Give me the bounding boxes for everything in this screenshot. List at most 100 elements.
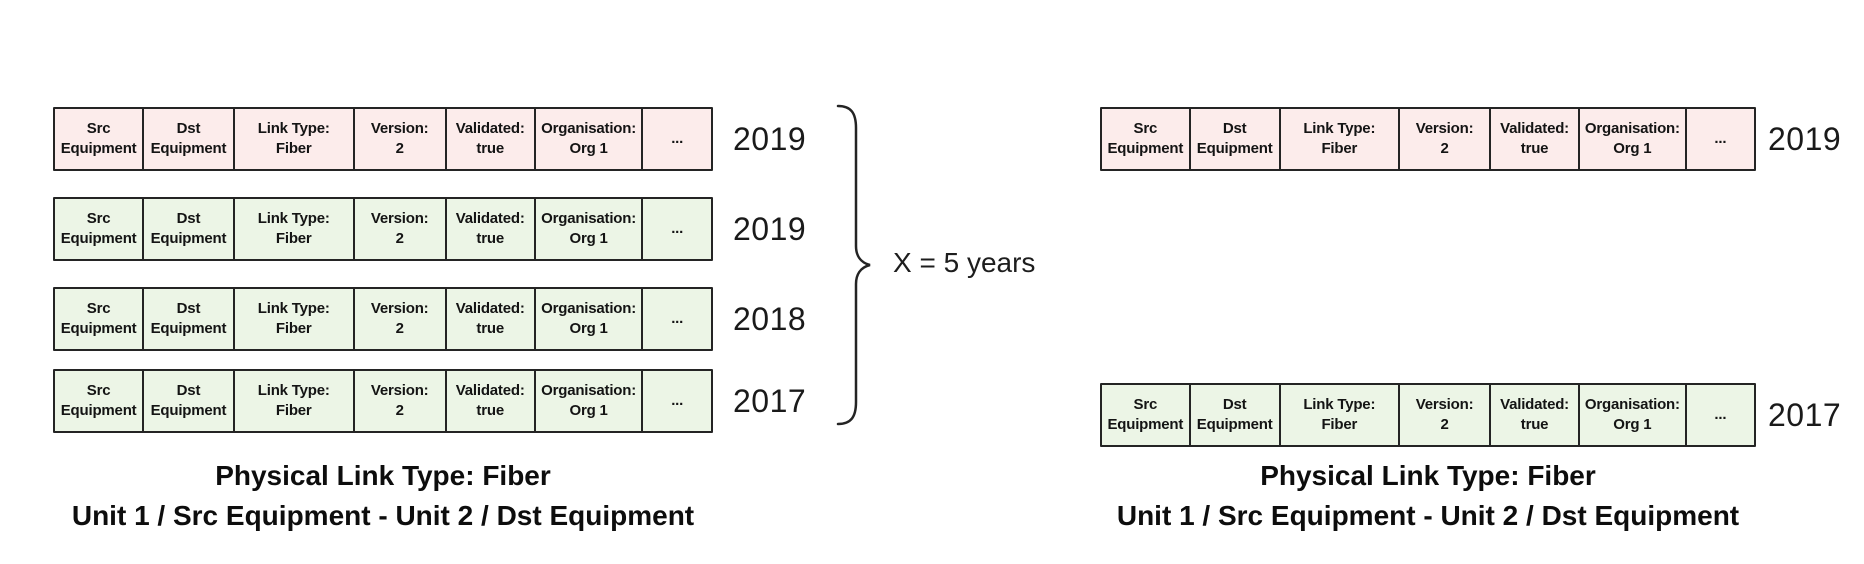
- cell-line: Fiber: [275, 402, 312, 419]
- cell-line: Dst: [1222, 396, 1247, 413]
- cell-line: Fiber: [275, 230, 312, 247]
- record-cell-version: Version: 2: [1400, 385, 1492, 445]
- cell-line: Version:: [370, 120, 429, 137]
- cell-line: Version:: [370, 300, 429, 317]
- cell-line: true: [476, 140, 504, 157]
- cell-line: Org 1: [569, 320, 608, 337]
- record-cell-organisation: Organisation: Org 1: [536, 289, 644, 349]
- cell-line: true: [476, 320, 504, 337]
- cell-line: Fiber: [275, 320, 312, 337]
- record-cell-version: Version: 2: [1400, 109, 1492, 169]
- cell-line: Link Type:: [257, 300, 330, 317]
- record-cell-link-type: Link Type: Fiber: [1281, 109, 1400, 169]
- cell-line: Organisation:: [1584, 120, 1680, 137]
- cell-line: Organisation:: [541, 382, 637, 399]
- record-cell-ellipsis: ...: [643, 199, 711, 259]
- caption-endpoints: Unit 1 / Src Equipment - Unit 2 / Dst Eq…: [1116, 500, 1740, 531]
- record-cell-src-equipment: Src Equipment: [1102, 385, 1191, 445]
- cell-line: Validated:: [455, 300, 525, 317]
- cell-line: Src: [1133, 396, 1158, 413]
- cell-line: Fiber: [1321, 140, 1358, 157]
- record-cell-src-equipment: Src Equipment: [55, 371, 145, 431]
- cell-line: Org 1: [569, 140, 608, 157]
- cell-line: Equipment: [150, 402, 227, 419]
- record-row: Src Equipment Dst Equipment Link Type: F…: [53, 287, 713, 351]
- record-cell-dst-equipment: Dst Equipment: [144, 199, 235, 259]
- record-cell-link-type: Link Type: Fiber: [235, 199, 355, 259]
- cell-line: Equipment: [150, 140, 227, 157]
- year-label: 2017: [733, 383, 807, 419]
- cell-line: Equipment: [1107, 140, 1184, 157]
- cell-line: Src: [86, 210, 111, 227]
- cell-line: Version:: [1415, 396, 1474, 413]
- record-cell-validated: Validated: true: [1491, 385, 1580, 445]
- caption-link-type: Physical Link Type: Fiber: [1260, 460, 1596, 491]
- cell-line: Link Type:: [257, 120, 330, 137]
- record-row: Src Equipment Dst Equipment Link Type: F…: [53, 197, 713, 261]
- cell-line: Version:: [1415, 120, 1474, 137]
- record-cell-link-type: Link Type: Fiber: [1281, 385, 1400, 445]
- record-cell-src-equipment: Src Equipment: [1102, 109, 1191, 169]
- cell-line: 2: [1440, 140, 1449, 157]
- ellipsis-icon: ...: [1714, 406, 1727, 423]
- cell-line: 2: [395, 230, 404, 247]
- cell-line: Src: [86, 382, 111, 399]
- record-cell-organisation: Organisation: Org 1: [536, 199, 644, 259]
- record-cell-ellipsis: ...: [1687, 385, 1754, 445]
- cell-line: Validated:: [1500, 396, 1569, 413]
- record-row: Src Equipment Dst Equipment Link Type: F…: [1100, 383, 1756, 447]
- year-label: 2019: [733, 121, 807, 157]
- cell-line: Org 1: [569, 230, 608, 247]
- cell-line: true: [476, 230, 504, 247]
- ellipsis-icon: ...: [671, 130, 684, 147]
- record-cell-version: Version: 2: [355, 289, 447, 349]
- cell-line: Equipment: [1107, 416, 1184, 433]
- brace-annotation-label: X = 5 years: [893, 247, 1036, 278]
- record-cell-validated: Validated: true: [447, 289, 536, 349]
- cell-line: Dst: [176, 300, 201, 317]
- cell-line: Equipment: [1196, 416, 1273, 433]
- record-cell-organisation: Organisation: Org 1: [1580, 385, 1687, 445]
- cell-line: Equipment: [60, 140, 137, 157]
- caption-link-type: Physical Link Type: Fiber: [215, 460, 551, 491]
- record-cell-validated: Validated: true: [447, 109, 536, 169]
- record-cell-ellipsis: ...: [643, 371, 711, 431]
- caption-endpoints: Unit 1 / Src Equipment - Unit 2 / Dst Eq…: [71, 500, 695, 531]
- record-cell-ellipsis: ...: [643, 109, 711, 169]
- cell-line: Dst: [176, 382, 201, 399]
- year-label: 2019: [1768, 121, 1842, 157]
- cell-line: Version:: [370, 210, 429, 227]
- cell-line: Fiber: [1321, 416, 1358, 433]
- cell-line: Link Type:: [1303, 120, 1376, 137]
- year-label: 2019: [733, 211, 807, 247]
- record-cell-dst-equipment: Dst Equipment: [1191, 385, 1281, 445]
- cell-line: Validated:: [455, 120, 525, 137]
- cell-line: Equipment: [1196, 140, 1273, 157]
- cell-line: Validated:: [455, 210, 525, 227]
- cell-line: Org 1: [1613, 140, 1652, 157]
- cell-line: Link Type:: [257, 210, 330, 227]
- ellipsis-icon: ...: [671, 392, 684, 409]
- cell-line: Link Type:: [1303, 396, 1376, 413]
- record-cell-ellipsis: ...: [1687, 109, 1754, 169]
- ellipsis-icon: ...: [671, 310, 684, 327]
- record-row: Src Equipment Dst Equipment Link Type: F…: [53, 107, 713, 171]
- record-cell-ellipsis: ...: [643, 289, 711, 349]
- curly-brace-icon: [836, 104, 871, 426]
- record-cell-src-equipment: Src Equipment: [55, 199, 145, 259]
- cell-line: Org 1: [569, 402, 608, 419]
- cell-line: Organisation:: [541, 120, 637, 137]
- record-cell-dst-equipment: Dst Equipment: [144, 371, 235, 431]
- cell-line: Validated:: [1500, 120, 1569, 137]
- cell-line: Org 1: [1613, 416, 1652, 433]
- cell-line: Equipment: [60, 402, 137, 419]
- cell-line: Equipment: [60, 320, 137, 337]
- record-cell-src-equipment: Src Equipment: [55, 109, 145, 169]
- right-caption: Physical Link Type: Fiber Unit 1 / Src E…: [1028, 456, 1828, 536]
- year-label: 2018: [733, 301, 807, 337]
- record-row: Src Equipment Dst Equipment Link Type: F…: [1100, 107, 1756, 171]
- year-label: 2017: [1768, 397, 1842, 433]
- cell-line: Organisation:: [541, 300, 637, 317]
- record-cell-validated: Validated: true: [1491, 109, 1580, 169]
